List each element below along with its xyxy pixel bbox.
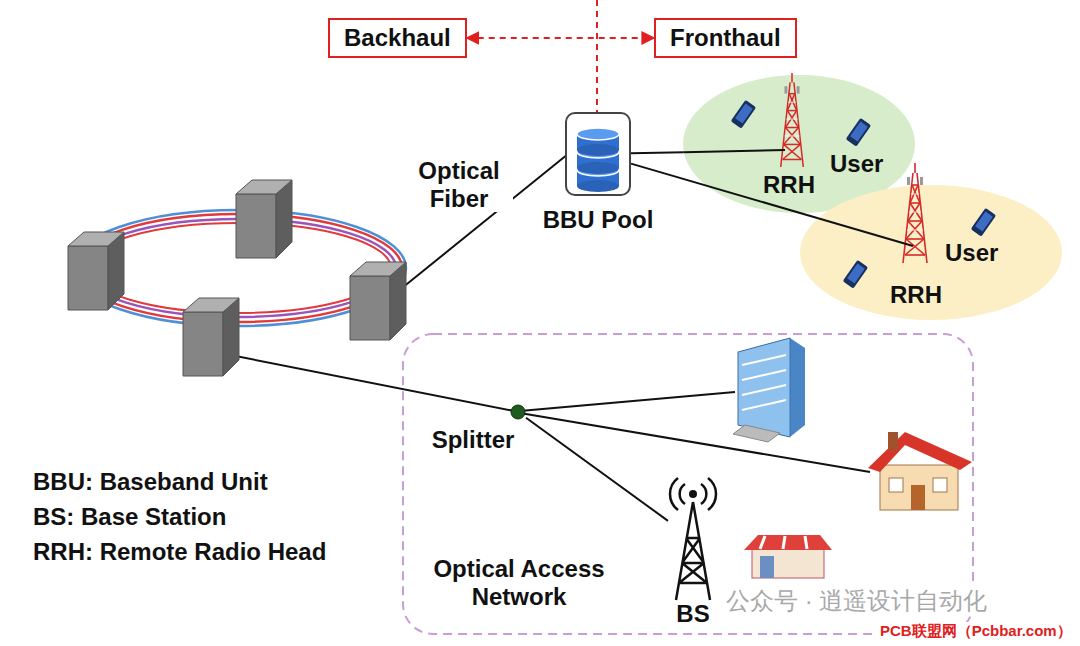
db-disc — [577, 162, 619, 174]
backhaul-box: Backhaul — [328, 18, 467, 58]
db-disc — [577, 144, 619, 156]
fronthaul-box: Fronthaul — [654, 18, 797, 58]
radio-waves — [670, 478, 716, 510]
bs-tower — [670, 478, 716, 600]
node-label: Splitter — [418, 426, 528, 454]
fiber-label: Optical Fiber — [405, 157, 513, 212]
bbu-frame — [566, 113, 630, 195]
splitter: Splitter — [510, 404, 526, 420]
phone-icon — [846, 118, 872, 147]
node-label: User — [945, 239, 998, 267]
db-disc — [577, 180, 619, 192]
connector — [631, 164, 818, 219]
box-label: Fronthaul — [656, 20, 795, 56]
node-label: BBU Pool — [523, 206, 673, 234]
phone-icon — [971, 208, 997, 237]
antenna-dot — [689, 490, 697, 498]
connector — [526, 418, 668, 521]
cell-area — [800, 185, 1062, 320]
tower-lattice — [676, 502, 710, 600]
node-label: Optical Access Network — [410, 555, 628, 610]
tower-icon — [781, 73, 804, 167]
abbreviation-note: BS: Base Station — [33, 503, 226, 531]
splitter-dot — [511, 405, 525, 419]
node-shape — [510, 404, 526, 420]
phone-icon — [843, 260, 869, 289]
node-label: BS — [658, 600, 728, 628]
node-label: RRH — [890, 281, 942, 309]
watermark: PCB联盟网（Pcbbar.com） — [878, 622, 1074, 639]
feeder-line — [818, 218, 913, 246]
box-label: Backhaul — [330, 20, 465, 56]
feeder-line — [684, 150, 785, 152]
node-label: RRH — [763, 171, 815, 199]
phone-icon — [731, 100, 757, 129]
connector — [631, 152, 684, 153]
abbreviation-note: BBU: Baseband Unit — [33, 468, 268, 496]
base-station: BS — [668, 478, 718, 600]
abbreviation-note: RRH: Remote Radio Head — [33, 538, 326, 566]
watermark: 公众号 · 逍遥设计自动化 — [724, 587, 989, 615]
bbu-pool: BBU Pool — [565, 112, 631, 196]
db-disc — [577, 128, 619, 140]
node-shape — [565, 112, 631, 196]
connector — [467, 37, 654, 39]
node-label: User — [830, 150, 883, 178]
node-shape — [668, 478, 718, 600]
rrh-cell: UserRRH — [800, 185, 1062, 320]
tower-icon — [903, 163, 927, 263]
